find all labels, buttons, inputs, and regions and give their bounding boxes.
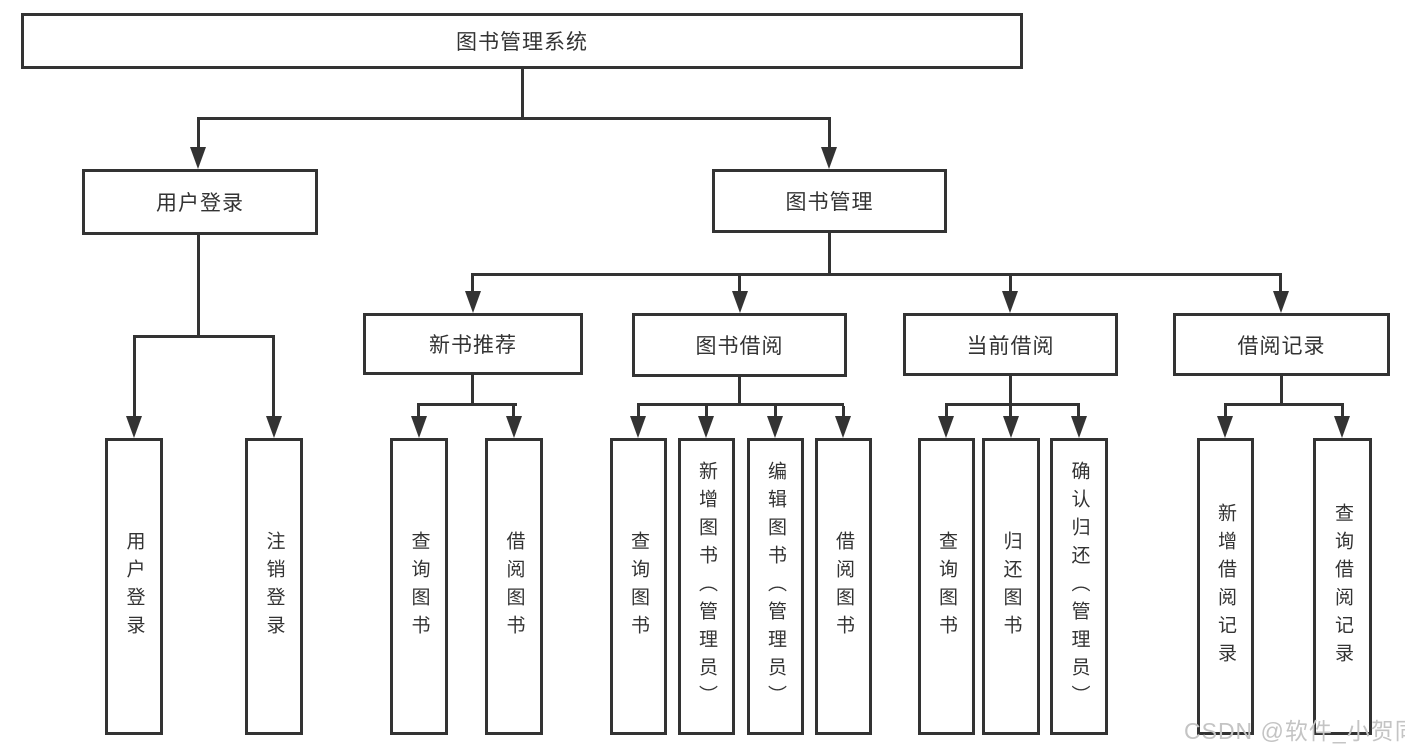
arrow-down-icon (506, 416, 522, 438)
leaf-label: 查询图书 (408, 530, 430, 643)
node-book-management: 图书管理 (712, 169, 947, 233)
arrow-down-icon (698, 416, 714, 438)
connector-line (521, 69, 524, 119)
arrow-down-icon (630, 416, 646, 438)
node-book-borrow: 图书借阅 (632, 313, 847, 377)
connector-line (637, 403, 844, 406)
connector-line (774, 406, 777, 418)
node-label: 图书管理 (785, 191, 874, 214)
connector-line (1077, 406, 1080, 418)
watermark-text: CSDN @软件_小贺同学 (1184, 718, 1405, 744)
node-label: 用户登录 (156, 192, 244, 215)
connector-line (471, 273, 1282, 276)
leaf-user-login: 用户登录 (105, 438, 163, 735)
leaf-return-book: 归还图书 (982, 438, 1040, 735)
connector-line (417, 403, 517, 406)
leaf-label: 查询图书 (936, 530, 957, 643)
arrow-down-icon (1334, 416, 1350, 438)
node-new-book-recommend: 新书推荐 (363, 313, 583, 375)
leaf-query-borrow-record: 查询借阅记录 (1313, 438, 1372, 735)
arrow-down-icon (126, 416, 142, 438)
connector-line (828, 120, 831, 149)
leaf-label: 注销登录 (263, 530, 285, 643)
leaf-label: 确认归还（管理员） (1068, 460, 1090, 713)
connector-line (637, 406, 640, 418)
connector-line (1009, 276, 1012, 293)
node-label: 图书管理系统 (456, 31, 588, 54)
connector-line (1009, 406, 1012, 418)
leaf-label: 查询图书 (628, 530, 649, 643)
node-label: 借阅记录 (1237, 334, 1326, 358)
connector-line (842, 406, 845, 418)
arrow-down-icon (411, 416, 427, 438)
connector-line (133, 338, 136, 416)
leaf-label: 借阅图书 (833, 530, 854, 643)
connector-line (197, 117, 831, 120)
connector-line (945, 406, 948, 418)
leaf-confirm-return-admin: 确认归还（管理员） (1050, 438, 1108, 735)
connector-line (945, 403, 1080, 406)
leaf-label: 新增借阅记录 (1215, 502, 1236, 671)
node-label: 新书推荐 (429, 334, 517, 357)
leaf-borrow-books-recommend: 借阅图书 (485, 438, 543, 735)
connector-line (1009, 376, 1012, 406)
leaf-query-books-borrow: 查询图书 (610, 438, 667, 735)
node-label: 图书借阅 (695, 335, 784, 358)
leaf-query-books-current: 查询图书 (918, 438, 975, 735)
arrow-down-icon (1273, 291, 1289, 313)
connector-line (272, 338, 275, 416)
arrow-down-icon (938, 416, 954, 438)
leaf-logout: 注销登录 (245, 438, 303, 735)
arrow-down-icon (465, 291, 481, 313)
leaf-label: 编辑图书（管理员） (765, 460, 786, 713)
connector-line (705, 406, 708, 418)
leaf-borrow-books: 借阅图书 (815, 438, 872, 735)
arrow-down-icon (732, 291, 748, 313)
connector-line (1341, 406, 1344, 418)
arrow-down-icon (835, 416, 851, 438)
leaf-add-book-admin: 新增图书（管理员） (678, 438, 735, 735)
arrow-down-icon (1002, 291, 1018, 313)
arrow-down-icon (1071, 416, 1087, 438)
leaf-query-books-recommend: 查询图书 (390, 438, 448, 735)
arrow-down-icon (1217, 416, 1233, 438)
arrow-down-icon (266, 416, 282, 438)
connector-line (417, 406, 420, 418)
connector-line (512, 406, 515, 418)
node-current-borrow: 当前借阅 (903, 313, 1118, 376)
arrow-down-icon (767, 416, 783, 438)
leaf-add-borrow-record: 新增借阅记录 (1197, 438, 1254, 735)
connector-line (1224, 406, 1227, 418)
connector-line (738, 377, 741, 406)
connector-line (1224, 403, 1344, 406)
node-borrow-records: 借阅记录 (1173, 313, 1390, 376)
leaf-edit-book-admin: 编辑图书（管理员） (747, 438, 804, 735)
connector-line (1279, 276, 1282, 293)
node-library-management-system: 图书管理系统 (21, 13, 1023, 69)
arrow-down-icon (821, 147, 837, 169)
node-label: 当前借阅 (966, 334, 1055, 358)
arrow-down-icon (1003, 416, 1019, 438)
connector-line (828, 233, 831, 276)
connector-line (133, 335, 275, 338)
leaf-label: 新增图书（管理员） (696, 460, 717, 713)
connector-line (197, 235, 200, 338)
leaf-label: 用户登录 (123, 530, 145, 643)
leaf-label: 借阅图书 (503, 530, 525, 643)
connector-line (1280, 376, 1283, 406)
connector-line (197, 120, 200, 149)
leaf-label: 归还图书 (1000, 530, 1022, 643)
arrow-down-icon (190, 147, 206, 169)
connector-line (471, 276, 474, 293)
leaf-label: 查询借阅记录 (1332, 502, 1353, 671)
connector-line (471, 375, 474, 406)
connector-line (738, 276, 741, 293)
node-user-login: 用户登录 (82, 169, 318, 235)
